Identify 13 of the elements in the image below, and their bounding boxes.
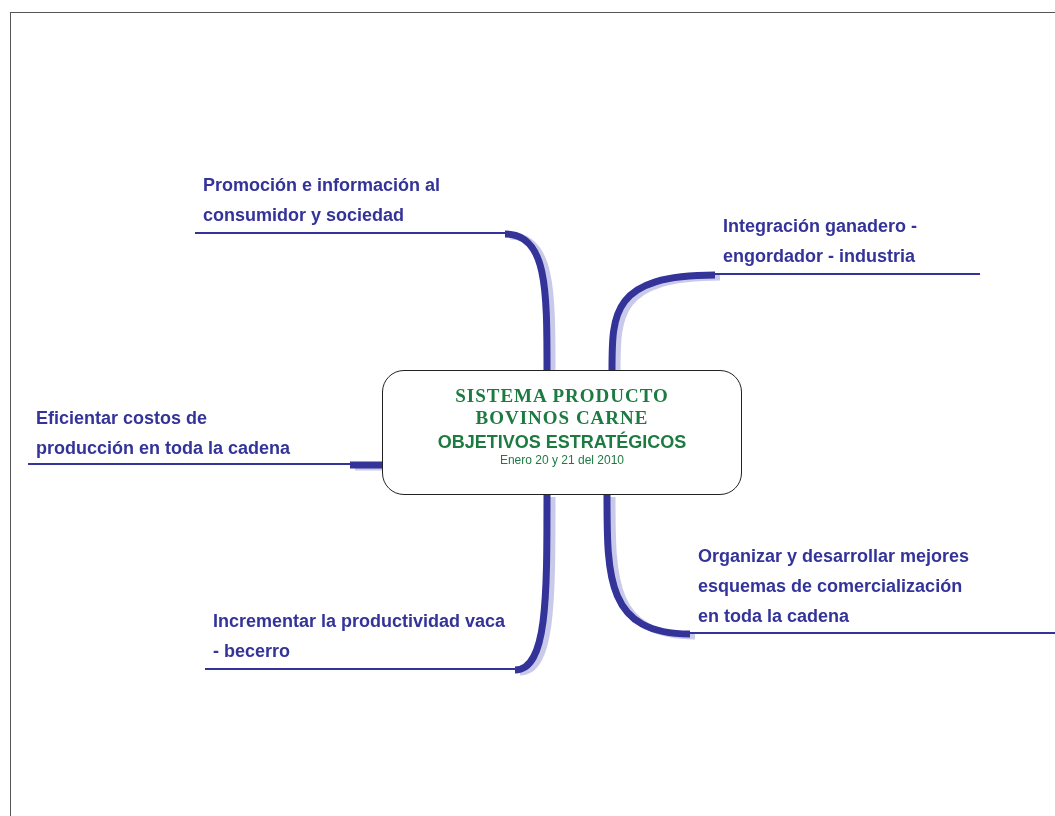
branch-connector <box>603 495 691 638</box>
branch-connector <box>608 271 716 370</box>
branch-connector <box>504 230 551 370</box>
branch-label: Promoción e información al consumidor y sociedad <box>203 174 442 227</box>
branch-label: Organizar y desarrollar mejores esquemas de comercialización en toda la cadena <box>698 545 971 628</box>
branch-connector <box>514 495 551 674</box>
topic-date: Enero 20 y 21 del 2010 <box>498 453 626 467</box>
branch-label: Integración ganadero - engordador - industria <box>723 215 919 268</box>
branch-label: Incrementar la productividad vaca - becerro <box>213 610 507 663</box>
topic-subtitle: OBJETIVOS ESTRATÉGICOS <box>436 431 688 453</box>
branch-label: Eficientar costos de producción en toda la cadena <box>36 407 291 460</box>
central-topic-box <box>382 370 742 495</box>
topic-title: SISTEMA PRODUCTO BOVINOS CARNE <box>454 385 670 429</box>
